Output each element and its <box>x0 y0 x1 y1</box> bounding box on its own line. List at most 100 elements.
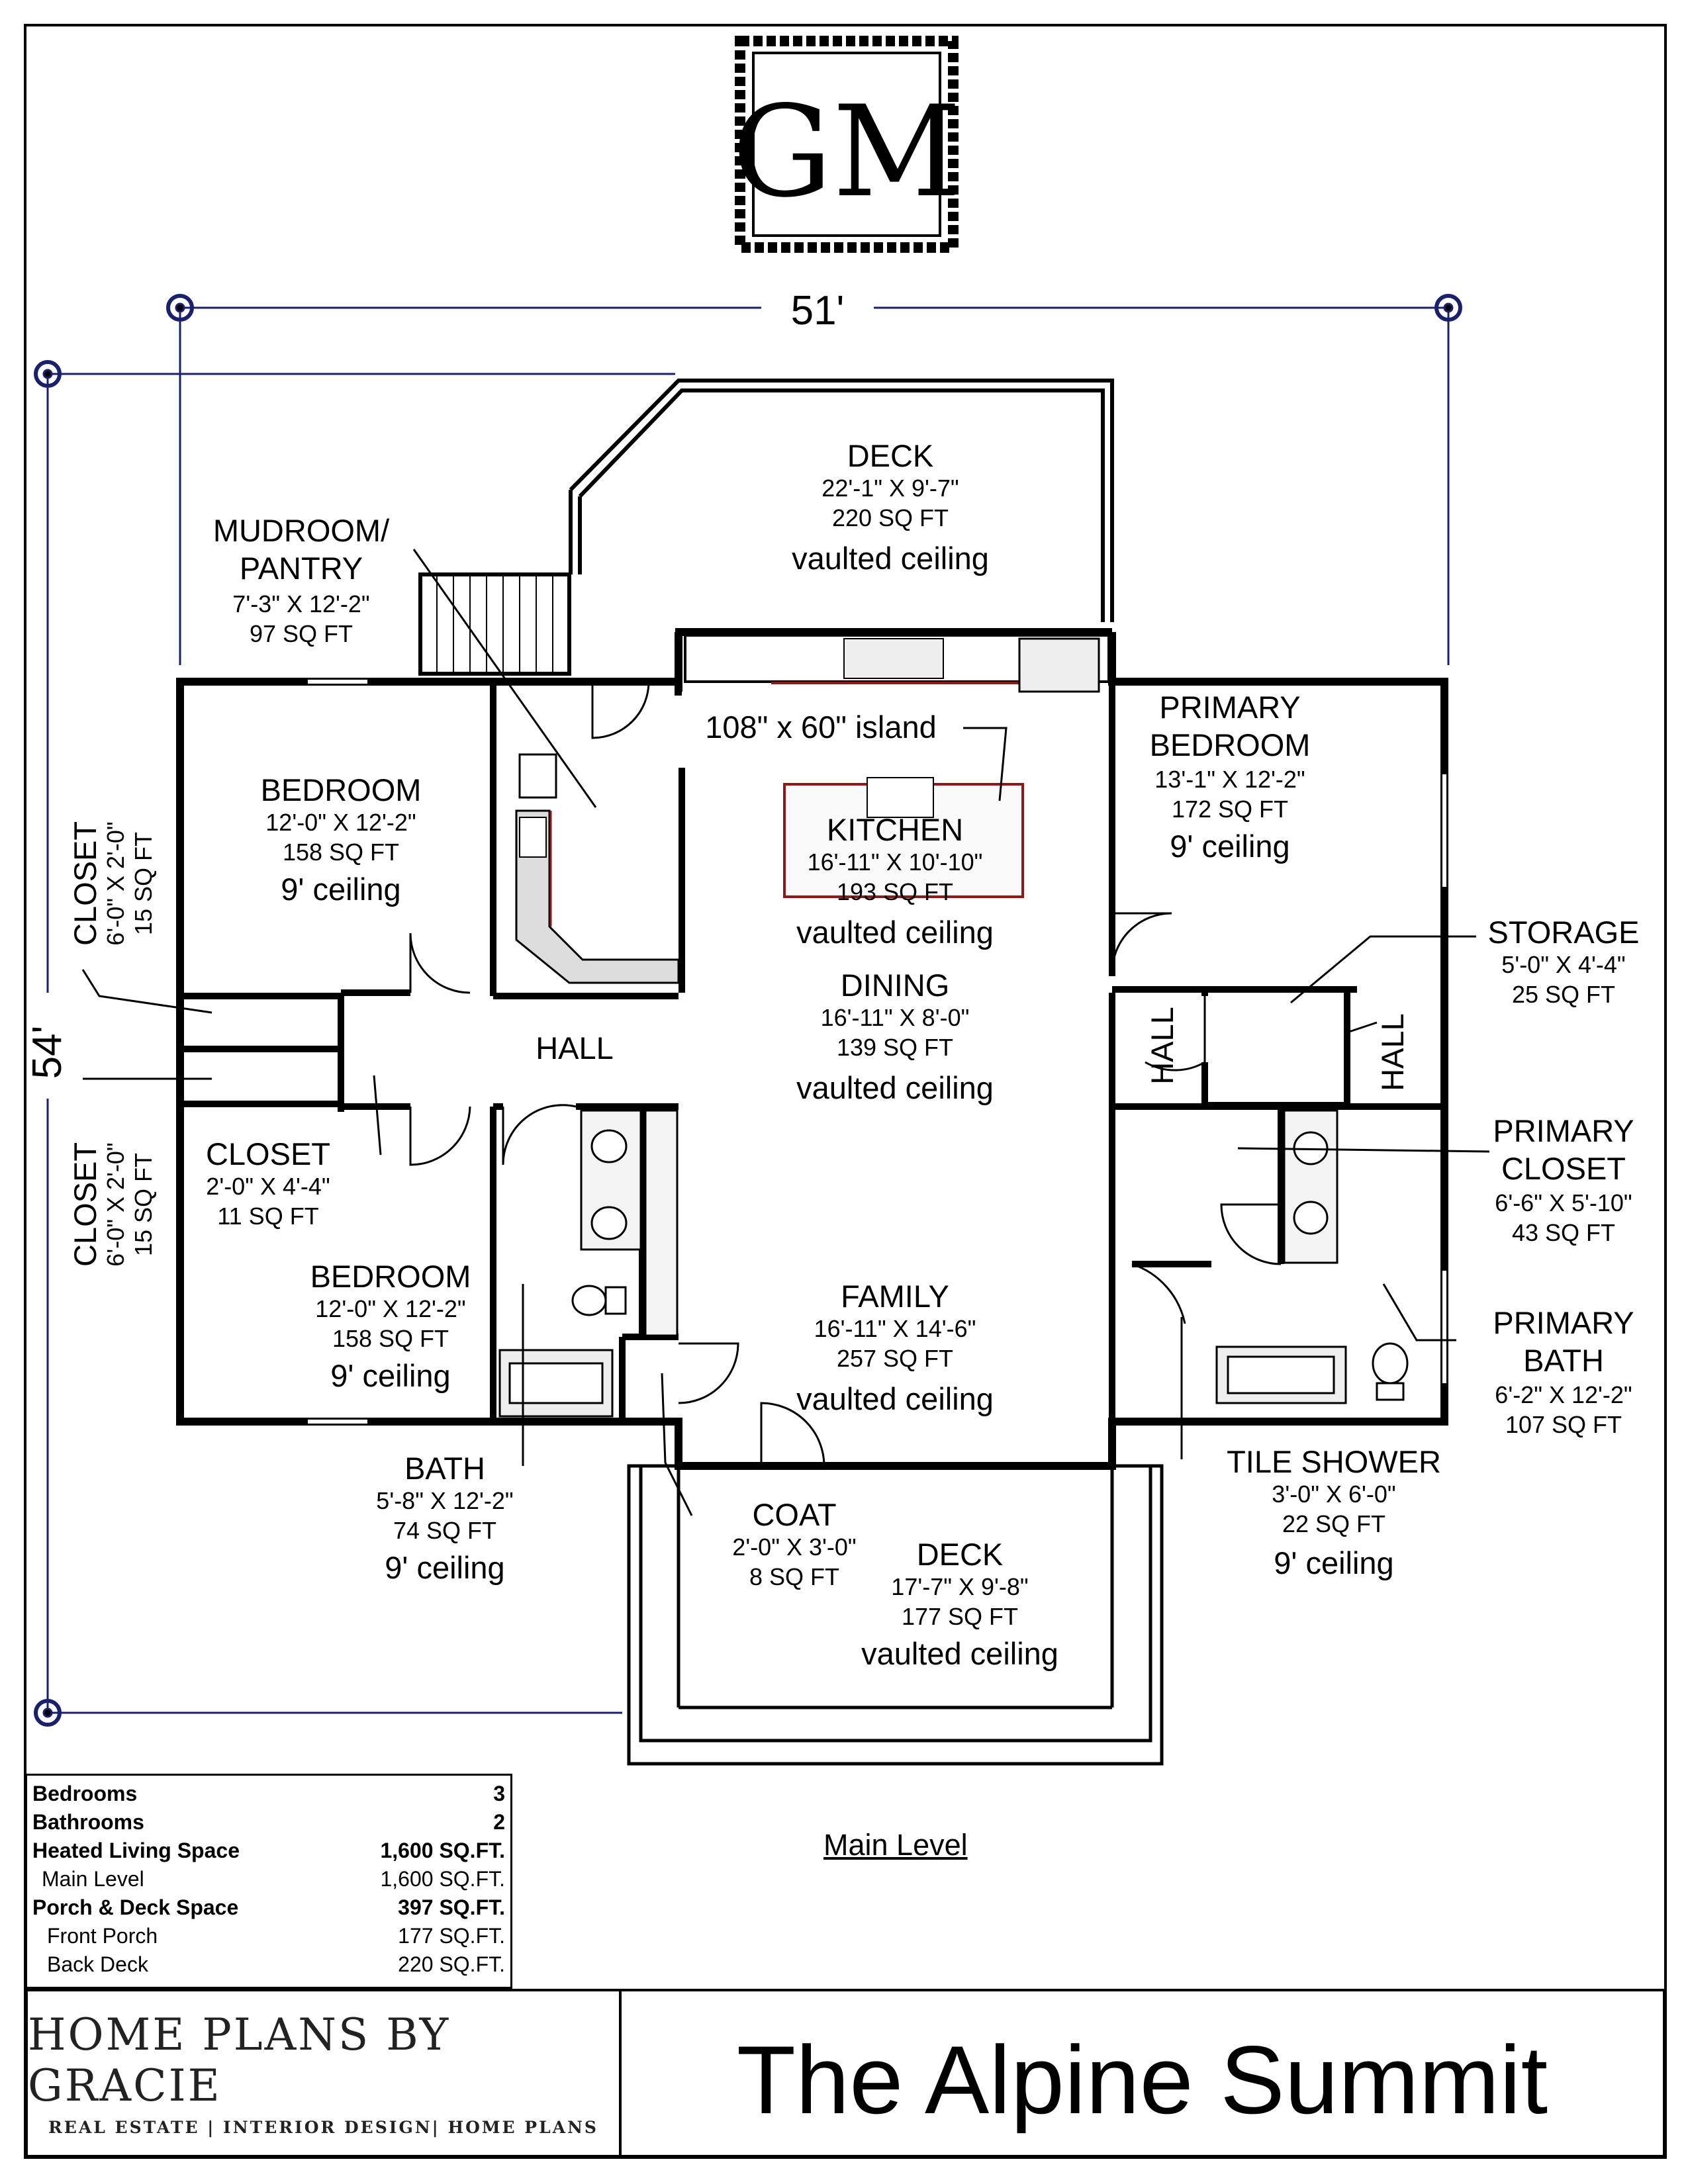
legend-row: Bathrooms 2 <box>32 1808 505 1837</box>
coat-name: COAT <box>752 1497 836 1532</box>
island-label: 108" x 60" island <box>705 709 937 745</box>
legend-value: 397 SQ.FT. <box>398 1895 505 1919</box>
main-level-label: Main Level <box>823 1828 968 1862</box>
mudroom-name-2: PANTRY <box>240 551 363 586</box>
width-dimension: 51' <box>791 288 845 334</box>
primary-bath-area: 107 SQ FT <box>1505 1411 1622 1438</box>
legend-value: 3 <box>493 1782 505 1805</box>
legend-label: Main Level <box>42 1867 144 1891</box>
leader-lines <box>81 549 1490 1516</box>
primary-bath-dims: 6'-2" X 12'-2" <box>1495 1381 1632 1408</box>
dining-area: 139 SQ FT <box>837 1034 953 1061</box>
dining-ceiling: vaulted ceiling <box>796 1070 994 1105</box>
depth-dimension: 54' <box>24 1026 70 1079</box>
brand-block: HOME PLANS BY GRACIE REAL ESTATE | INTER… <box>28 1991 622 2155</box>
front-deck-ceiling: vaulted ceiling <box>861 1636 1058 1671</box>
bedroom1-dims: 12'-0" X 12'-2" <box>265 809 416 836</box>
tile-shower-dims: 3'-0" X 6'-0" <box>1272 1480 1395 1508</box>
kitchen-name: KITCHEN <box>827 812 963 847</box>
primary-bedroom-area: 172 SQ FT <box>1172 796 1288 823</box>
legend-label: Porch & Deck Space <box>32 1895 239 1919</box>
legend-value: 220 SQ.FT. <box>398 1952 505 1976</box>
storage-dims: 5'-0" X 4'-4" <box>1501 951 1625 978</box>
primary-bath-name-2: BATH <box>1523 1343 1604 1378</box>
family-name: FAMILY <box>841 1279 949 1314</box>
primary-bath-name-1: PRIMARY <box>1493 1305 1634 1340</box>
tile-shower-name: TILE SHOWER <box>1227 1444 1441 1479</box>
hall-name: HALL <box>536 1030 614 1066</box>
storage-area: 25 SQ FT <box>1512 981 1615 1008</box>
title-block: HOME PLANS BY GRACIE REAL ESTATE | INTER… <box>25 1989 1665 2158</box>
windows <box>308 680 1446 1424</box>
family-dims: 16'-11" X 14'-6" <box>814 1315 976 1342</box>
legend-label: Front Porch <box>47 1924 158 1948</box>
door-swings <box>409 681 1378 1467</box>
bedroom2-area: 158 SQ FT <box>332 1325 449 1352</box>
closet-hall-dims: 2'-0" X 4'-4" <box>206 1173 330 1200</box>
bedroom1-name: BEDROOM <box>261 772 422 807</box>
mudroom-dims: 7'-3" X 12'-2" <box>232 590 369 617</box>
legend-row: Back Deck 220 SQ.FT. <box>32 1950 505 1979</box>
plan-title: The Alpine Summit <box>736 2025 1548 2134</box>
primary-closet-dims: 6'-6" X 5'-10" <box>1495 1189 1632 1216</box>
dining-dims: 16'-11" X 8'-0" <box>821 1004 970 1031</box>
bath-ceiling: 9' ceiling <box>385 1550 504 1585</box>
brand-name: HOME PLANS BY GRACIE <box>28 2009 451 2111</box>
bedroom1-ceiling: 9' ceiling <box>281 872 400 907</box>
family-area: 257 SQ FT <box>837 1345 953 1372</box>
front-deck-outline <box>627 1464 1164 1766</box>
mudroom-name-1: MUDROOM/ <box>213 513 390 548</box>
coat-area: 8 SQ FT <box>749 1563 839 1590</box>
hall-right2-name: HALL <box>1375 1013 1410 1091</box>
legend-label: Heated Living Space <box>32 1839 240 1862</box>
bedroom2-dims: 12'-0" X 12'-2" <box>315 1295 465 1322</box>
legend-label: Bathrooms <box>32 1810 144 1834</box>
bath-fixtures <box>498 1109 1409 1418</box>
dimension-lines <box>34 294 1462 1727</box>
primary-bedroom-name-1: PRIMARY <box>1159 690 1300 725</box>
kitchen-ceiling: vaulted ceiling <box>796 915 994 950</box>
gm-logo: GM <box>732 36 961 253</box>
closet-bottom-area: 15 SQ FT <box>130 1153 157 1256</box>
legend-value: 2 <box>493 1810 505 1834</box>
legend-value: 1,600 SQ.FT. <box>380 1867 505 1891</box>
back-deck-area: 220 SQ FT <box>832 504 949 531</box>
legend-row: Main Level 1,600 SQ.FT. <box>32 1865 505 1893</box>
back-deck-ceiling: vaulted ceiling <box>792 541 989 576</box>
tile-shower-ceiling: 9' ceiling <box>1274 1545 1393 1580</box>
closet-top-dims: 6'-0" X 2'-0" <box>102 821 129 945</box>
closet-bottom-dims: 6'-0" X 2'-0" <box>102 1142 129 1266</box>
legend-value: 177 SQ.FT. <box>398 1924 505 1948</box>
primary-bedroom-name-2: BEDROOM <box>1150 727 1311 762</box>
legend-label: Bedrooms <box>32 1782 138 1805</box>
legend-row: Bedrooms 3 <box>32 1780 505 1808</box>
mudroom-area: 97 SQ FT <box>250 620 353 647</box>
back-deck-name: DECK <box>847 438 934 473</box>
bath-name: BATH <box>404 1451 485 1486</box>
primary-bedroom-ceiling: 9' ceiling <box>1170 829 1289 864</box>
back-deck-outline <box>418 379 1114 676</box>
front-deck-name: DECK <box>917 1537 1004 1572</box>
closet-hall-area: 11 SQ FT <box>217 1203 318 1230</box>
bedroom2-ceiling: 9' ceiling <box>330 1358 450 1393</box>
front-deck-area: 177 SQ FT <box>902 1603 1018 1630</box>
front-deck-dims: 17'-7" X 9'-8" <box>891 1573 1028 1600</box>
tile-shower-area: 22 SQ FT <box>1282 1510 1385 1537</box>
family-ceiling: vaulted ceiling <box>796 1381 994 1416</box>
sheet-border <box>24 24 1667 2159</box>
hall-right1-name: HALL <box>1145 1007 1180 1085</box>
bedroom1-area: 158 SQ FT <box>283 839 399 866</box>
primary-bedroom-dims: 13'-1" X 12'-2" <box>1154 766 1305 793</box>
legend-label: Back Deck <box>47 1952 148 1976</box>
closet-top-area: 15 SQ FT <box>130 832 157 935</box>
closet-top-name: CLOSET <box>68 821 103 946</box>
legend-row: Porch & Deck Space 397 SQ.FT. <box>32 1893 505 1922</box>
storage-name: STORAGE <box>1488 915 1640 950</box>
primary-closet-area: 43 SQ FT <box>1512 1219 1615 1246</box>
primary-closet-name-2: CLOSET <box>1501 1151 1626 1186</box>
coat-dims: 2'-0" X 3'-0" <box>732 1533 856 1561</box>
deck-stairs <box>436 574 553 674</box>
brand-tagline: REAL ESTATE | INTERIOR DESIGN| HOME PLAN… <box>48 2118 598 2137</box>
